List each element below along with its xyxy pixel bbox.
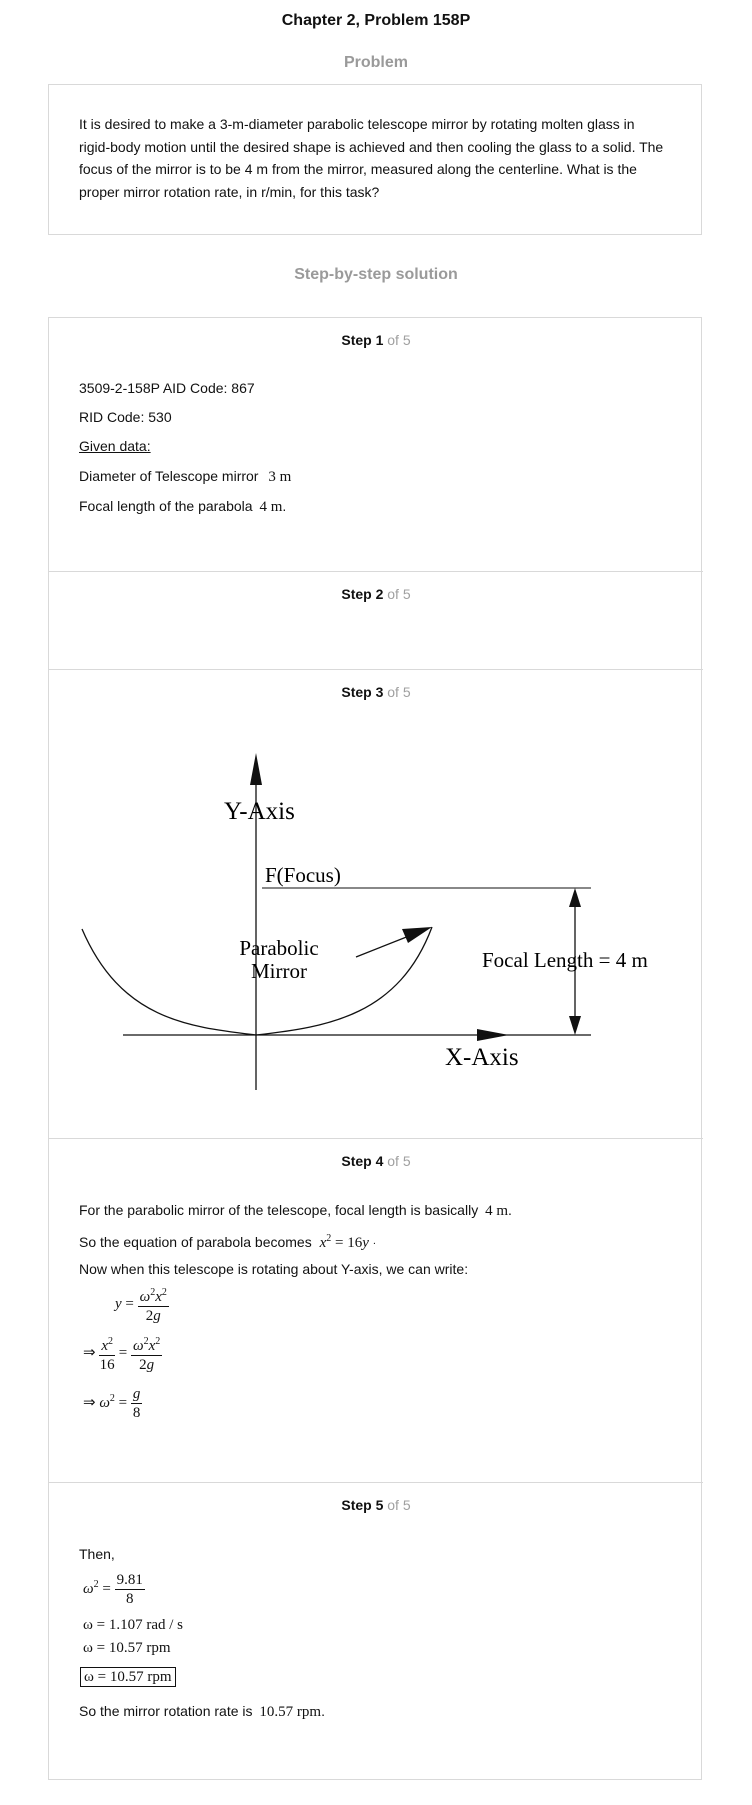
problem-box: It is desired to make a 3-m-diameter par… [48,84,702,235]
step-4-header: Step 4 of 5 [49,1153,703,1169]
y-axis-arrowhead [250,753,262,785]
conclusion-value: 10.57 rpm [259,1704,322,1720]
parabola-curve [81,926,433,1036]
step-3: Step 3 of 5 Y-Axis F(Focus) Parab [49,669,703,1138]
step-5-header: Step 5 of 5 [49,1497,703,1513]
step4-line1-text: For the parabolic mirror of the telescop… [79,1202,479,1218]
aid-code: 3509-2-158P AID Code: 867 [79,380,255,396]
step-1: Step 1 of 5 3509-2-158P AID Code: 867 RI… [49,318,703,571]
problem-text: It is desired to make a 3-m-diameter par… [79,116,664,200]
mirror-pointer-arrowhead [402,927,432,943]
step-of: of 5 [387,332,411,348]
step-number: Step 3 [341,684,384,700]
equation-omega-rad: ω = 1.107 rad / s [83,1617,183,1633]
problem-heading: Problem [343,54,408,71]
step5-then: Then, [79,1546,115,1562]
boxed-answer: ω = 10.57 rpm [80,1667,176,1687]
given-data-heading: Given data: [79,438,151,454]
rid-code: RID Code: 530 [79,409,172,425]
diameter-value: 3 m [268,469,292,485]
step-2: Step 2 of 5 [49,571,703,669]
equation-omega-rpm: ω = 10.57 rpm [83,1640,171,1656]
step4-line2-text: So the equation of parabola becomes [79,1234,312,1250]
x-axis-label: X-Axis [445,1044,519,1071]
mirror-label-line2: Mirror [251,959,307,983]
diameter-line: Diameter of Telescope mirror 3 m [79,465,291,488]
focal-value: 4 m [259,499,283,515]
parabola-equation: x2 = 16y · [319,1233,377,1251]
solution-box: Step 1 of 5 3509-2-158P AID Code: 867 RI… [48,317,703,1781]
mirror-pointer-line [355,935,410,958]
page-title: Chapter 2, Problem 158P [281,12,471,29]
diameter-label: Diameter of Telescope mirror [79,468,259,484]
step-number: Step 4 [341,1153,384,1169]
step-number: Step 1 [341,332,384,348]
boxed-answer-text: ω = 10.57 rpm [80,1667,176,1687]
mirror-label-line1: Parabolic [239,936,318,960]
y-axis-label: Y-Axis [224,798,295,825]
step-of: of 5 [387,586,411,602]
step-2-header: Step 2 of 5 [49,586,703,602]
step4-line2: So the equation of parabola becomes x2 =… [79,1228,376,1256]
step-number: Step 2 [341,586,384,602]
step-of: of 5 [387,1497,411,1513]
focal-label: Focal length of the parabola [79,498,253,514]
focal-end: . [282,498,287,514]
step-of: of 5 [387,684,411,700]
solution-heading: Step-by-step solution [294,266,458,283]
step4-line1-value: 4 m [485,1203,509,1219]
focal-up-arrowhead [569,888,581,907]
step-number: Step 5 [341,1497,384,1513]
focal-line: Focal length of the parabola 4 m. [79,495,286,518]
conclusion-end: . [321,1703,325,1719]
step4-line3: Now when this telescope is rotating abou… [79,1261,469,1277]
focal-down-arrowhead [569,1016,581,1035]
step-4: Step 4 of 5 For the parabolic mirror of … [49,1138,703,1482]
step-of: of 5 [387,1153,411,1169]
focus-label: F(Focus) [265,863,341,887]
step4-line1: For the parabolic mirror of the telescop… [79,1199,512,1222]
focal-length-label: Focal Length = 4 m [482,948,648,972]
parabolic-mirror-figure: Y-Axis F(Focus) Parabolic Mirror Focal L… [81,753,648,1090]
conclusion-text: So the mirror rotation rate is [79,1703,253,1719]
step-3-header: Step 3 of 5 [49,684,703,700]
step4-line1-end: . [508,1202,512,1218]
step5-conclusion: So the mirror rotation rate is 10.57 rpm… [79,1700,325,1723]
step-1-header: Step 1 of 5 [49,332,703,348]
